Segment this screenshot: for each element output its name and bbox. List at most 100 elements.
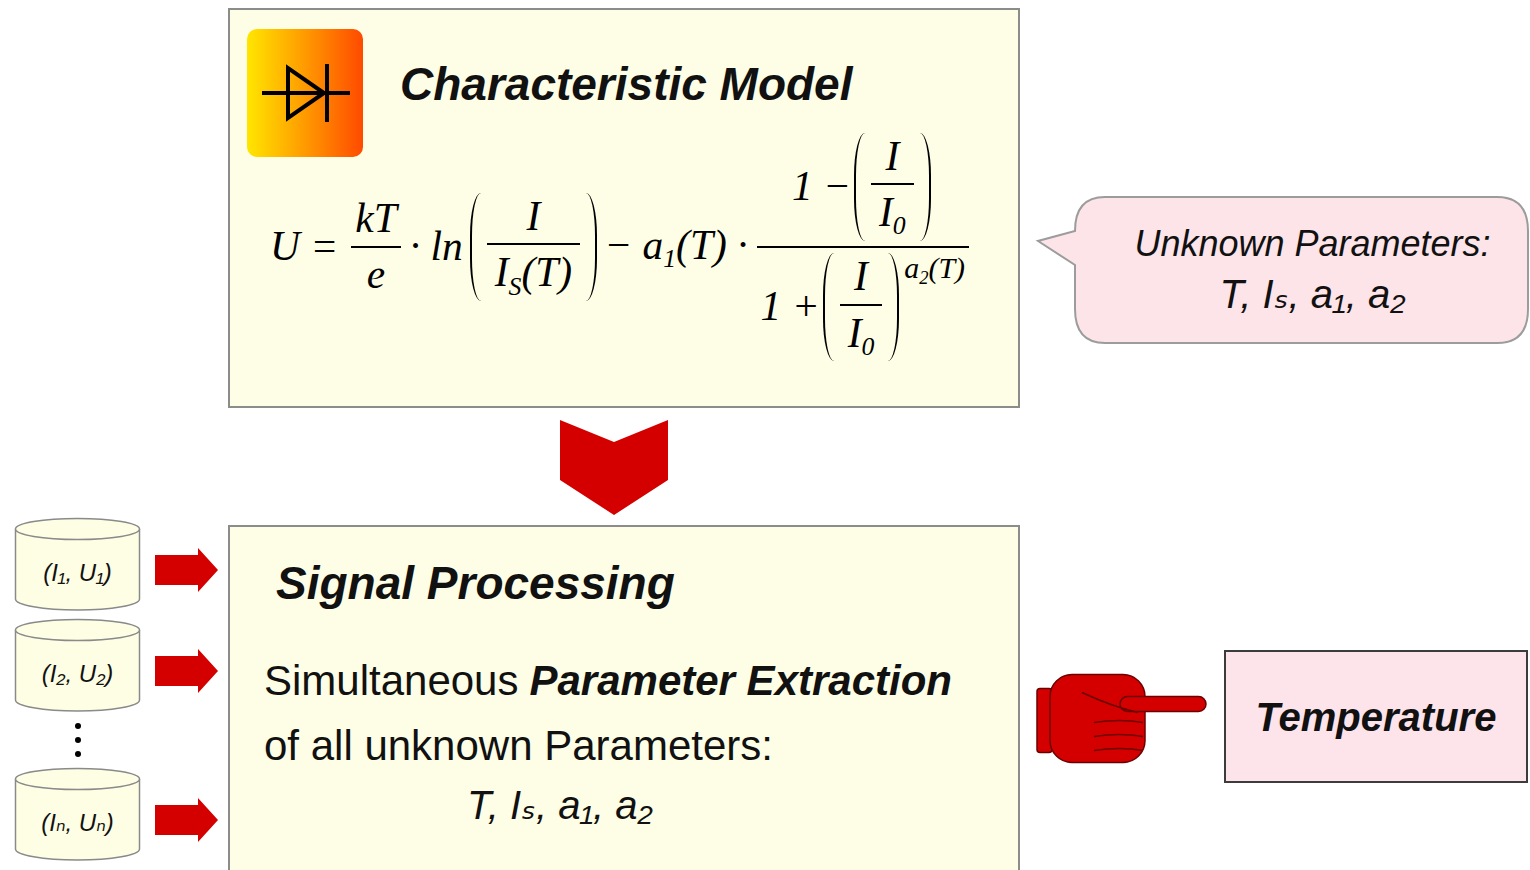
fraction: kT e [351,195,400,298]
numerator: kT [351,195,400,246]
denominator: e [363,248,389,299]
formula-group: I0 [879,188,906,241]
formula-term: (T) [521,249,572,295]
formula-term: 0 [893,211,906,240]
text-line: SimultaneousParameter Extraction [264,657,952,705]
formula-term: I [495,249,509,295]
block-arrow [155,548,218,592]
hand-fist [1050,675,1145,763]
formula-group: IS(T) [495,248,572,301]
diode-lead [262,91,350,95]
node-text: Simultaneous [264,657,518,704]
chevron-arrow [560,420,668,515]
formula-term: (T) · [676,222,747,268]
flow-chevron [560,420,668,515]
node-text: T, Iₛ, a₁, a₂ [1220,271,1406,317]
denominator: 1 +II0a2(T) [757,248,969,363]
parentheses: IIS(T) [470,191,597,303]
paren-right [920,133,931,241]
hand-thumb [1082,693,1138,713]
callout-bubble: Unknown Parameters: T, Iₛ, a₁, a₂ [1035,195,1530,345]
numerator: I [850,253,872,304]
formula-term: · ln [410,223,463,271]
formula: U =kTe· lnIIS(T)− a1(T) ·1 −II01 +II0a2(… [270,131,974,364]
hand-knuckle [1094,735,1143,737]
node-text: Temperature [1256,694,1497,740]
ellipsis-dot [75,737,81,743]
formula-group: − a1(T) · [604,221,747,274]
formula-term: a [904,251,919,284]
node-text: (Iₙ, Uₙ) [41,809,113,837]
callout-outline [1038,197,1528,343]
box-title: Characteristic Model [400,58,852,111]
fraction-bar [487,243,580,245]
pointing-hand [1037,675,1206,763]
diode-bar [325,64,329,122]
fraction-bar [840,304,883,306]
fraction-bar [757,246,969,248]
input-arrow [155,548,218,592]
numerator: 1 −II0 [788,131,938,246]
output-box: Temperature [1224,650,1528,783]
hand-finger [1120,697,1206,712]
fraction: IIS(T) [487,193,580,301]
icon-background [247,29,363,157]
formula-term: I [848,310,862,356]
callout-shape [1035,195,1530,345]
cylinder-top [16,620,140,641]
paren-left [854,133,865,241]
numerator: I [523,193,545,244]
box-title: Signal Processing [276,557,675,610]
formula-term: U = [270,223,338,271]
formula-row: 1 +II0a2(T) [761,251,965,363]
input-arrow [155,649,218,693]
hand-knuckle [1094,749,1143,751]
node-text: T, Iₛ, a₁, a₂ [467,782,653,828]
diode-icon [246,28,364,158]
fraction-bar [351,246,400,248]
data-cylinder: (I₂, U₂) [14,618,141,712]
fraction-bar [871,183,914,185]
cylinder-body [16,529,140,610]
node-text: Unknown Parameters: [1134,223,1490,264]
hand-knuckle [1094,721,1143,723]
formula-term: kT [355,195,396,243]
fraction: II0 [871,133,914,241]
diode-triangle [288,68,324,118]
formula-term: S [509,272,522,301]
node-text: of all unknown Parameters: [264,722,773,770]
formula-term: 1 − [792,163,851,211]
denominator: I0 [871,185,914,241]
formula-term: I [854,253,868,301]
ellipsis-dot [75,723,81,729]
formula-term: 1 + [761,283,820,331]
fraction: 1 −II01 +II0a2(T) [757,131,969,364]
cylinder-top [16,519,140,540]
formula-term: − a [604,222,663,268]
ellipsis-dot [75,751,81,757]
block-arrow [155,649,218,693]
parentheses: II0 [854,131,931,243]
cylinder-top [16,769,140,790]
block-arrow [155,798,218,842]
formula-term: I [885,133,899,181]
paren-left [823,253,834,361]
formula-group: I0 [848,309,875,362]
fraction: II0 [840,253,883,361]
formula-term: (T) [928,251,965,284]
model-box: Characteristic ModelU =kTe· lnIIS(T)− a1… [228,8,1020,408]
paren-left [470,193,481,301]
node-text: (I₂, U₂) [42,660,114,688]
formula-term: e [367,251,385,299]
superscript: a2(T) [904,251,965,289]
cylinder-body [16,630,140,711]
formula-term: I [879,189,893,235]
data-cylinder: (I₁, U₁) [14,517,141,611]
formula-term: I [527,193,541,241]
denominator: I0 [840,306,883,362]
paren-right [888,253,899,361]
numerator: I [881,133,903,184]
node-text: (I₁, U₁) [43,559,111,587]
input-arrow [155,798,218,842]
cylinder-body [16,779,140,860]
